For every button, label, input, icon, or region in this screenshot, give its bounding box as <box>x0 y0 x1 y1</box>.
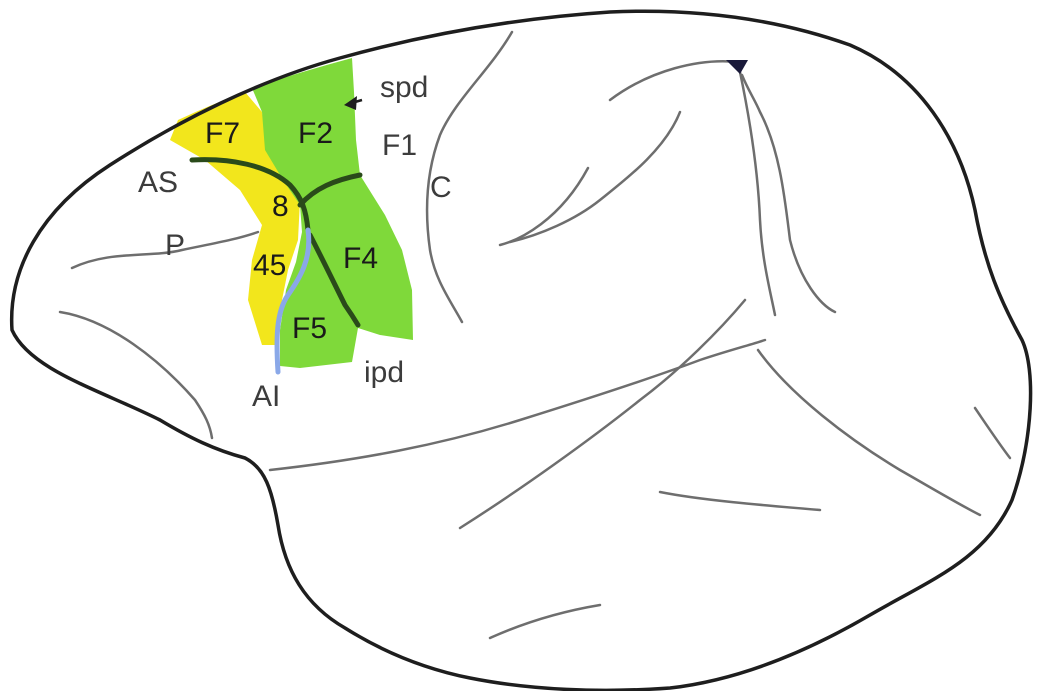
superior-temporal-sulcus <box>460 300 745 528</box>
postcentral-dimple <box>500 168 588 245</box>
intraparietal-sulcus <box>610 61 738 100</box>
label-ipd: ipd <box>364 356 404 389</box>
label-p: P <box>165 229 185 262</box>
parieto-occipital-sulcus <box>742 75 835 312</box>
label-ai: AI <box>252 380 280 413</box>
inferior-temporal-sulcus <box>490 605 600 638</box>
label-f5: F5 <box>292 312 327 345</box>
brain-outline <box>12 11 1031 690</box>
label-as: AS <box>138 166 178 199</box>
label-c: C <box>430 171 452 204</box>
occipital-sulcus-1 <box>758 350 980 515</box>
occipital-sulcus-2 <box>975 408 1010 458</box>
label-f7: F7 <box>205 117 240 150</box>
label-area-45: 45 <box>253 249 286 282</box>
temporal-sulcus-lower <box>660 492 820 510</box>
upper-parietal-sulcus <box>510 112 680 242</box>
label-spd: spd <box>380 71 428 104</box>
label-f2: F2 <box>298 117 333 150</box>
vertex-marker-icon <box>726 60 748 74</box>
label-f4: F4 <box>343 242 378 275</box>
label-area-8: 8 <box>272 190 289 223</box>
orbital-sulcus <box>60 312 212 438</box>
label-f1: F1 <box>382 129 417 162</box>
